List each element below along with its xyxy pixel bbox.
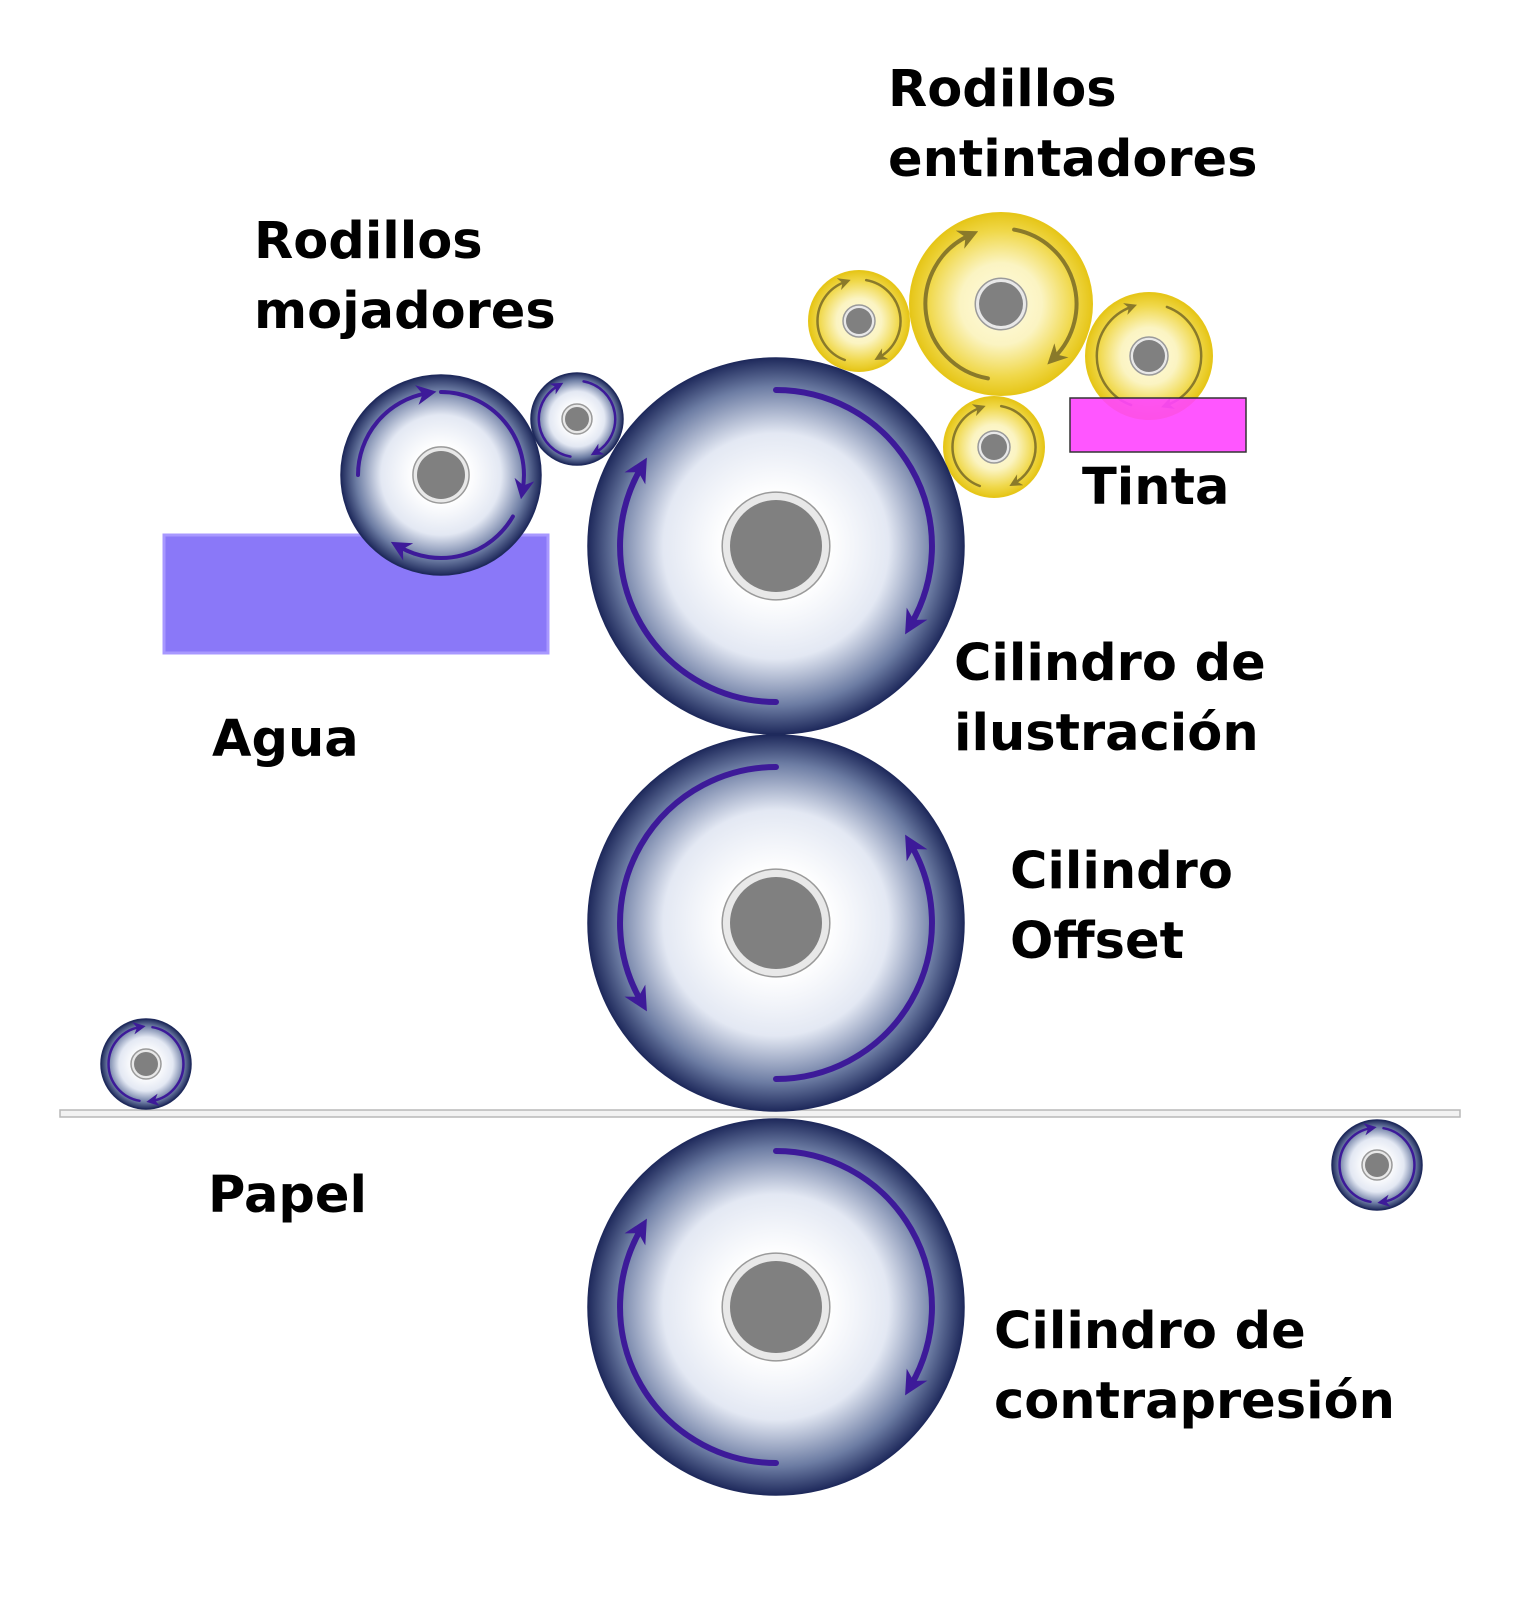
dampening-roller-large-rotation-arrow <box>390 514 515 561</box>
paper-label: Papel <box>208 1166 367 1225</box>
inking-roller-2-rotation-arrow <box>923 230 990 381</box>
inking-roller-1 <box>808 270 910 372</box>
water-label: Agua <box>212 710 359 769</box>
plate-cylinder-axle <box>730 500 822 592</box>
inking-roller-3-rotation-arrow <box>1161 305 1203 409</box>
inking-rollers-line-1: Rodillos <box>888 60 1117 119</box>
dampening-roller-small <box>530 372 624 466</box>
dampening-roller-large <box>340 374 542 576</box>
inking-roller-2-rotation-arrow <box>1012 227 1079 365</box>
plate-cylinder-rotation-arrow <box>773 387 935 635</box>
dampening-roller-small-axle <box>565 407 589 431</box>
dampening-roller-small-rotation-arrow <box>582 380 617 456</box>
inking-roller-2-axle <box>979 282 1023 326</box>
inking-roller-4-rotation-arrow <box>951 404 986 488</box>
small-guide-roller-right-axle <box>1365 1153 1389 1177</box>
small-guide-roller-left-axle <box>134 1052 158 1076</box>
inking-roller-4 <box>943 396 1045 498</box>
plate-cylinder-line-1: Cilindro de <box>954 634 1266 693</box>
plate-cylinder-line-2: ilustración <box>954 704 1259 763</box>
inking-roller-3-rotation-arrow <box>1095 303 1137 407</box>
ink-label: Tinta <box>1082 458 1229 517</box>
offset-cylinder-line-2: Offset <box>1010 912 1184 971</box>
small-guide-roller-right-rotation-arrow <box>1377 1126 1416 1207</box>
plate-cylinder-label: Cilindro de ilustración <box>954 634 1284 763</box>
inking-roller-1-rotation-arrow <box>864 278 902 361</box>
dampening-rollers-line-2: mojadores <box>254 282 556 341</box>
dampening-rollers-line-1: Rodillos <box>254 212 483 271</box>
inking-rollers-label: Rodillos entintadores <box>888 60 1258 189</box>
offset-cylinder-line-1: Cilindro <box>1010 842 1233 901</box>
inking-roller-4-rotation-arrow <box>999 404 1037 487</box>
offset-cylinder-label: Cilindro Offset <box>1010 842 1251 971</box>
impression-cylinder-line-1: Cilindro de <box>994 1302 1306 1361</box>
dampening-roller-large-rotation-arrow <box>356 385 437 477</box>
inking-roller-3 <box>1085 292 1213 420</box>
small-guide-roller-left-rotation-arrow <box>146 1025 185 1106</box>
inking-roller-2 <box>909 212 1093 396</box>
small-guide-roller-right <box>1331 1119 1423 1211</box>
impression-cylinder <box>587 1118 965 1496</box>
impression-cylinder-axle <box>730 1261 822 1353</box>
offset-cylinder <box>587 734 965 1112</box>
impression-cylinder-label: Cilindro de contrapresión <box>994 1302 1395 1431</box>
ink-tray <box>1069 397 1247 453</box>
impression-cylinder-line-2: contrapresión <box>994 1372 1395 1431</box>
inking-roller-3-axle <box>1133 340 1165 372</box>
plate-cylinder <box>587 357 965 735</box>
dampening-roller-large-axle <box>417 451 465 499</box>
impression-cylinder-rotation-arrow <box>617 1218 779 1466</box>
small-guide-roller-left-rotation-arrow <box>107 1022 146 1103</box>
offset-cylinder-rotation-arrow <box>617 764 779 1012</box>
offset-cylinder-rotation-arrow <box>773 834 935 1082</box>
inking-roller-1-axle <box>846 308 872 334</box>
dampening-roller-small-rotation-arrow <box>537 382 572 458</box>
impression-cylinder-rotation-arrow <box>773 1148 935 1396</box>
inking-roller-4-axle <box>981 434 1007 460</box>
offset-cylinder-axle <box>730 877 822 969</box>
small-guide-roller-right-rotation-arrow <box>1338 1123 1377 1204</box>
plate-cylinder-rotation-arrow <box>617 457 779 705</box>
dampening-roller-large-rotation-arrow <box>439 390 535 500</box>
dampening-rollers-label: Rodillos mojadores <box>254 212 556 341</box>
inking-roller-1-rotation-arrow <box>816 278 851 362</box>
inking-rollers-line-2: entintadores <box>888 130 1258 189</box>
small-guide-roller-left <box>100 1018 192 1110</box>
